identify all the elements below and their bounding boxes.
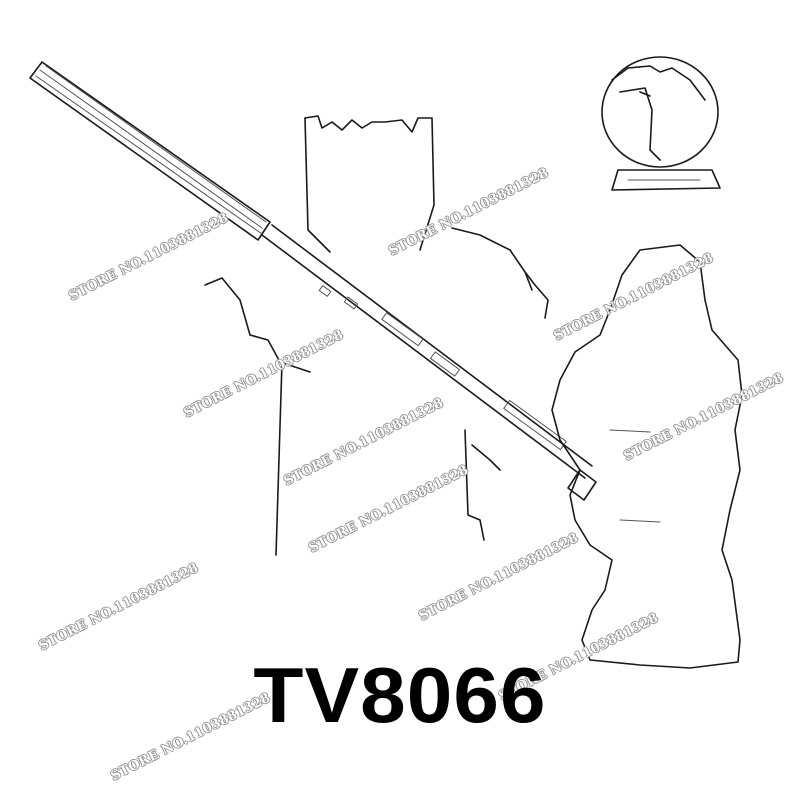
staff-weapon-icon (29, 61, 597, 501)
minifigure-outline-icon (204, 115, 549, 556)
helmet-outline-icon (601, 56, 721, 191)
product-code: TV8066 (253, 651, 547, 739)
backpack-outline-icon (551, 244, 743, 669)
